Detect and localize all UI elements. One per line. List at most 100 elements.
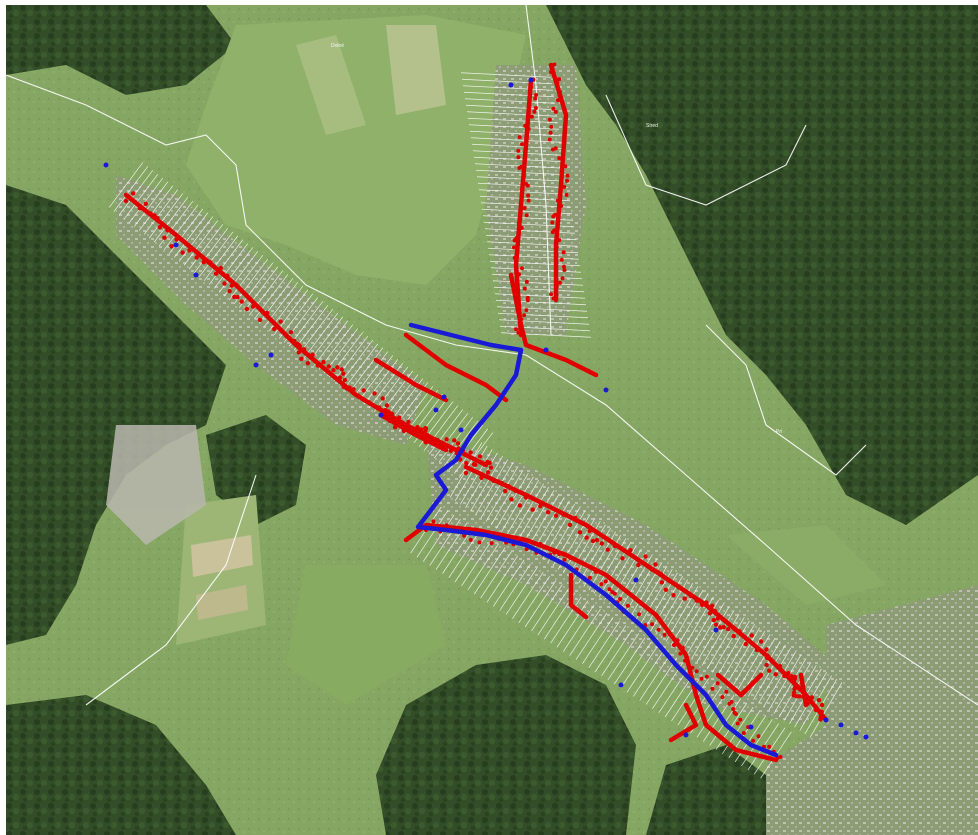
sewer-connection-dot xyxy=(731,633,736,639)
sewer-connection-dot xyxy=(301,347,307,352)
parcel-line xyxy=(473,547,506,595)
parcel-line xyxy=(620,641,652,689)
sewer-connection-dot xyxy=(513,488,518,493)
sewer-connection-dot xyxy=(477,540,482,545)
parcel-line xyxy=(799,675,833,731)
parcel-line xyxy=(458,432,494,478)
sewer-north-3 xyxy=(508,272,599,378)
parcel-line xyxy=(626,645,659,693)
sewer-connection-dot xyxy=(326,364,331,369)
water-main-points xyxy=(103,77,869,740)
sewer-connection-dot xyxy=(743,641,748,647)
water-point xyxy=(253,362,259,368)
forest-areas xyxy=(6,5,978,835)
water-point xyxy=(173,242,179,248)
sewer-connection-dot xyxy=(568,556,573,560)
sewer-connection-dot xyxy=(392,425,398,430)
sewer-connection-dot xyxy=(546,510,551,515)
sewer-connection-dot xyxy=(773,672,778,677)
sewer-connection-dot xyxy=(517,503,523,508)
sewer-connection-dot xyxy=(397,415,402,420)
sewer-connection-dot xyxy=(789,674,794,679)
parcel-line xyxy=(524,580,557,628)
sewer-connection-dot xyxy=(227,289,232,294)
sewer-connection-dot xyxy=(514,327,518,332)
parcel-line xyxy=(128,177,164,224)
sewer-connection-dot xyxy=(305,361,311,366)
parcel-line xyxy=(499,325,591,332)
sewer-connection-dot xyxy=(767,744,772,749)
sewer-connection-dot xyxy=(201,260,206,265)
sewer-connection-dot xyxy=(618,597,623,601)
sewer-connection-dot xyxy=(662,632,667,637)
sewer-connection-dot xyxy=(525,295,530,300)
sewer-connection-dot xyxy=(519,317,524,322)
sewer-connection-dot xyxy=(562,268,567,272)
parcel-line xyxy=(484,228,576,234)
parcel-line xyxy=(727,627,761,683)
water-point xyxy=(838,722,844,728)
sewer-connection-dot xyxy=(636,562,641,568)
sewer-connection-dot xyxy=(524,213,529,218)
parcel-line xyxy=(461,78,553,85)
sewer-connection-dot xyxy=(559,204,564,208)
sewer-connection-dot xyxy=(342,377,348,383)
sewer-connection-dot xyxy=(489,541,494,546)
sewer-connection-dot xyxy=(372,391,377,396)
sewer-connection-dot xyxy=(552,228,557,233)
sewer-connection-dot xyxy=(341,371,346,376)
sewer-connection-dot xyxy=(684,655,689,660)
parcel-line xyxy=(459,449,493,505)
sewer-connection-dot xyxy=(553,146,558,151)
sewer-connection-dot xyxy=(130,191,136,196)
sewer-connection-dot xyxy=(244,306,250,312)
sewer-connection-dot xyxy=(487,460,492,466)
parcel-line xyxy=(493,559,525,607)
parcel-line xyxy=(505,567,538,615)
sewer-connection-dot xyxy=(661,574,666,579)
sewer-connection-dot xyxy=(452,438,457,443)
sewer-connection-dot xyxy=(148,211,153,216)
sewer-connection-dot xyxy=(792,686,797,692)
sewer-connection-dot xyxy=(415,425,420,430)
map-label-3: Pri xyxy=(776,429,782,435)
sewer-connection-dot xyxy=(749,633,754,638)
parcel-line xyxy=(490,267,582,273)
sewer-connection-dot xyxy=(594,569,598,574)
sewer-connection-dot xyxy=(430,438,436,443)
sewer-connection-dot xyxy=(516,155,521,160)
sewer-spur-1 xyxy=(568,572,589,620)
sewer-connection-dot xyxy=(678,651,683,656)
water-point xyxy=(193,272,199,278)
parcel-line xyxy=(493,286,585,293)
water-main-line xyxy=(408,322,779,758)
sewer-connection-dot xyxy=(265,310,270,316)
sewer-connection-dot xyxy=(809,695,815,700)
water-point xyxy=(713,627,719,633)
sewer-connection-dot xyxy=(272,326,277,332)
sewer-connection-dot xyxy=(356,393,361,398)
parcel-line xyxy=(223,251,259,297)
sewer-connection-dot xyxy=(335,365,340,370)
parcel-line xyxy=(479,195,571,202)
sewer-connection-dot xyxy=(538,542,543,546)
parcel-line xyxy=(363,359,399,405)
map-viewport[interactable]: Dolné Stred Pri xyxy=(6,5,978,835)
sewer-connection-dot xyxy=(667,632,672,637)
parcel-line xyxy=(711,617,745,673)
sewer-connection-dot xyxy=(174,237,179,242)
parcel-line xyxy=(460,72,552,78)
sewer-main-west xyxy=(123,192,489,468)
sewer-connection-dot xyxy=(704,674,709,679)
sewer-connection-dot xyxy=(339,367,344,372)
parcel-line xyxy=(722,707,754,754)
parcel-line xyxy=(288,301,324,347)
sewer-connection-dot xyxy=(517,272,521,277)
sewer-connection-dot xyxy=(471,462,477,467)
sewer-connection-dot xyxy=(551,106,556,111)
parcel-line xyxy=(143,189,179,235)
sewer-branch-2 xyxy=(373,357,449,403)
sewer-connection-dot xyxy=(406,419,411,425)
parcel-line xyxy=(203,235,239,281)
parcel-line xyxy=(454,445,488,502)
